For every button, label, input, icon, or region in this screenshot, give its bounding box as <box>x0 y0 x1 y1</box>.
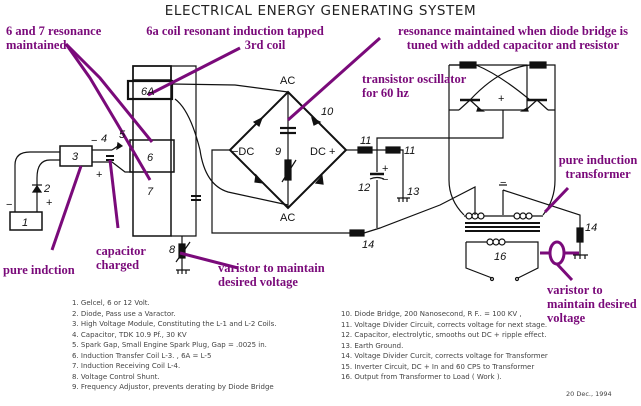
diagram-date: 20 Dec., 1994 <box>566 390 612 398</box>
label-14a: 14 <box>362 239 374 251</box>
label-minus-transformer: − <box>500 177 506 189</box>
label-plus-12: + <box>382 163 388 175</box>
legend-item: 7. Induction Receiving Coil L-4. <box>72 362 181 370</box>
annotation-line: desired voltage <box>218 275 298 289</box>
legend-right: 10. Diode Bridge, 200 Nanosecond, R F.. … <box>341 309 548 383</box>
annotation-line: charged <box>96 258 140 272</box>
label-13: 13 <box>407 186 420 198</box>
label-dc-minus: −DC <box>232 146 254 158</box>
legend-item: 15. Inverter Circuit, DC + In and 60 CPS… <box>341 362 535 371</box>
legend-item: 5. Spark Gap, Small Engine Spark Plug, G… <box>72 341 267 349</box>
label-16: 16 <box>494 251 507 263</box>
label-minus-12: − <box>382 174 388 186</box>
legend-item: 14. Voltage Divider Curcit, corrects vol… <box>341 352 548 360</box>
legend-item: 6. Induction Transfer Coil L-3. , 6A = L… <box>72 351 212 360</box>
annotation-line: transformer <box>565 167 631 181</box>
legend-item: 1. Gelcel, 6 or 12 Volt. <box>72 299 150 307</box>
legend-item: 11. Voltage Divider Circuit, corrects vo… <box>341 320 548 329</box>
label-6a: 6A <box>141 86 154 98</box>
label-minus: − <box>6 199 12 211</box>
coil-6a-top <box>132 65 172 81</box>
label-6: 6 <box>147 152 154 164</box>
label-4: 4 <box>101 133 107 145</box>
annotation-capacitor-charged: capacitor charged <box>96 244 146 272</box>
legend-item: 2. Diode, Pass use a Varactor. <box>72 309 176 318</box>
legend-item: 3. High Voltage Module, Constituting the… <box>72 320 277 328</box>
label-9: 9 <box>275 146 281 158</box>
label-ac-bottom: AC <box>280 212 295 224</box>
annotation-line: tuned with added capacitor and resistor <box>406 38 620 52</box>
label-11a: 11 <box>360 135 371 147</box>
legend-item: 8. Voltage Control Shunt. <box>72 372 160 381</box>
label-14b: 14 <box>585 222 597 234</box>
coil-6a <box>126 79 174 101</box>
annotation-line: 6 and 7 resonance <box>6 24 102 38</box>
label-minus-4: − <box>91 135 97 147</box>
label-12: 12 <box>358 182 370 194</box>
annotation-line: maintain desired <box>547 297 637 311</box>
label-plus: + <box>46 197 52 209</box>
legend-item: 16. Output from Transformer to Load ( Wo… <box>341 373 502 381</box>
annotation-resonance-6-7: 6 and 7 resonance maintained <box>6 24 101 52</box>
legend-item: 9. Frequency Adjustor, prevents derating… <box>72 383 274 391</box>
annotation-line: voltage <box>547 311 586 325</box>
label-8: 8 <box>169 244 176 256</box>
annotation-varistor-right: varistor to maintain desired voltage <box>547 283 637 325</box>
diagram-title: ELECTRICAL ENERGY GENERATING SYSTEM <box>164 3 477 19</box>
annotation-line: maintained <box>6 38 67 52</box>
label-2: 2 <box>43 183 50 195</box>
annotation-oscillator: transistor oscillator for 60 hz <box>362 72 466 100</box>
annotation-line: 6a coil resonant induction tapped <box>146 24 324 38</box>
label-plus-4: + <box>96 169 102 181</box>
battery-1 <box>9 211 43 231</box>
annotation-line: pure induction <box>558 153 638 167</box>
label-3: 3 <box>72 151 79 163</box>
label-5: 5 <box>119 129 126 141</box>
legend-item: 13. Earth Ground. <box>341 341 404 350</box>
annotation-pure-induction: pure indction <box>3 263 75 277</box>
annotation-line: varistor to maintain <box>218 261 325 275</box>
annotation-line: varistor to <box>547 283 603 297</box>
annotation-line: for 60 hz <box>362 86 409 100</box>
legend-left: 1. Gelcel, 6 or 12 Volt. 2. Diode, Pass … <box>72 298 277 393</box>
legend-item: 10. Diode Bridge, 200 Nanosecond, R F.. … <box>341 310 522 318</box>
annotation-diode-bridge: resonance maintained when diode bridge i… <box>383 24 641 52</box>
annotation-varistor-left: varistor to maintain desired voltage <box>218 261 325 289</box>
annotation-coil-6a: 6a coil resonant induction tapped 3rd co… <box>140 24 330 52</box>
annotation-line: 3rd coil <box>244 38 286 52</box>
label-11b: 11 <box>404 145 415 157</box>
label-7: 7 <box>147 186 154 198</box>
annotation-line: transistor oscillator <box>362 72 467 86</box>
module-3 <box>59 145 93 167</box>
annotation-line: resonance maintained when diode bridge i… <box>398 24 628 38</box>
wire <box>36 159 60 212</box>
diode-2 <box>31 184 43 193</box>
annotation-line: capacitor <box>96 244 146 258</box>
label-dc-plus: DC + <box>310 146 335 158</box>
legend-item: 12. Capacitor, electrolytic, smooths out… <box>341 331 547 339</box>
label-1: 1 <box>22 217 28 229</box>
legend-item: 4. Capacitor, TDK 10.9 Pf., 30 KV <box>72 330 187 339</box>
label-ac-top: AC <box>280 75 295 87</box>
annotation-pure-induction-transformer: pure induction transformer <box>553 153 641 181</box>
label-10: 10 <box>321 106 334 118</box>
wire <box>14 151 60 212</box>
label-plus-oscillator: + <box>498 93 504 105</box>
